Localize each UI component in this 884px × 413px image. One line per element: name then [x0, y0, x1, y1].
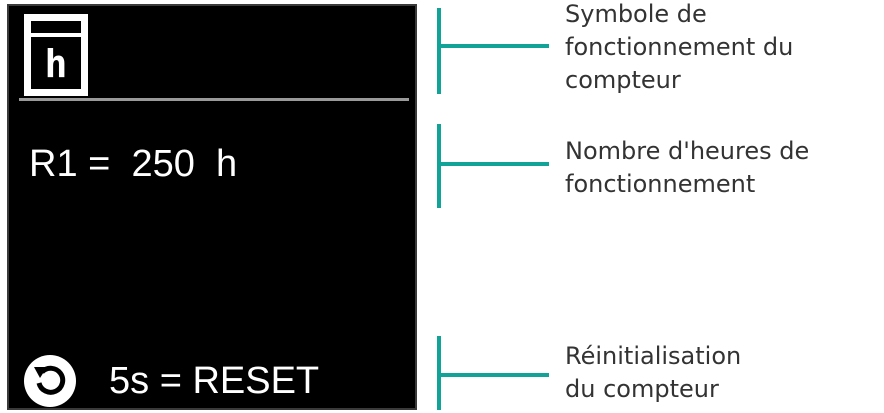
callout-symbol-line1: Symbole de: [565, 0, 707, 28]
callout-symbol-line2: fonctionnement du: [565, 33, 794, 61]
reset-undo-icon: [24, 355, 76, 407]
callout-symbol-line3: compteur: [565, 66, 681, 94]
callout-reset-label: Réinitialisation du compteur: [565, 340, 741, 406]
reset-row: 5s = RESET: [23, 352, 319, 410]
callout-hours-line1: Nombre d'heures de: [565, 137, 810, 165]
callout-hours-label: Nombre d'heures de fonctionnement: [565, 135, 809, 201]
callout-reset-line1: Réinitialisation: [565, 342, 742, 370]
callout-reset-line2: du compteur: [565, 375, 719, 403]
callout-symbol-label: Symbole de fonctionnement du compteur: [565, 0, 793, 97]
reset-instruction: 5s = RESET: [109, 360, 320, 402]
screen-divider: [19, 98, 409, 101]
hour-counter-symbol-icon: h: [24, 14, 88, 96]
symbol-letter: h: [44, 42, 68, 86]
operating-hours-value: R1 = 250 h: [29, 143, 238, 185]
display-screen: h R1 = 250 h 5s = RESET: [7, 4, 417, 410]
callout-hours-line2: fonctionnement: [565, 170, 756, 198]
